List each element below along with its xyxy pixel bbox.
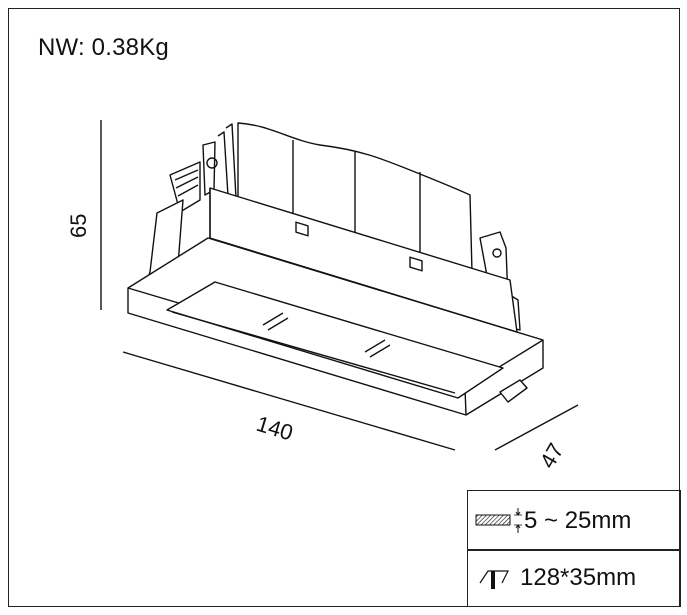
length-dimension: 140 — [254, 411, 296, 446]
driver-body — [217, 122, 473, 273]
spec-cutout-size: 128*35mm — [467, 549, 681, 607]
width-dimension-line — [494, 404, 579, 451]
cutout-icon — [479, 570, 509, 589]
left-spring-clip — [141, 141, 218, 297]
lens — [166, 281, 504, 399]
spec-ceiling-thickness: 5 ~ 25mm — [467, 490, 681, 551]
height-dimension: 65 — [66, 214, 91, 238]
ceiling-thickness-text: 5 ~ 25mm — [524, 506, 632, 534]
net-weight-label: NW: 0.38Kg — [38, 34, 169, 61]
drawing-border — [8, 8, 680, 607]
cutout-size-text: 128*35mm — [520, 564, 637, 591]
length-dimension-line — [122, 351, 456, 451]
ceiling-thickness-icon — [475, 507, 522, 533]
width-dimension: 47 — [535, 439, 569, 473]
